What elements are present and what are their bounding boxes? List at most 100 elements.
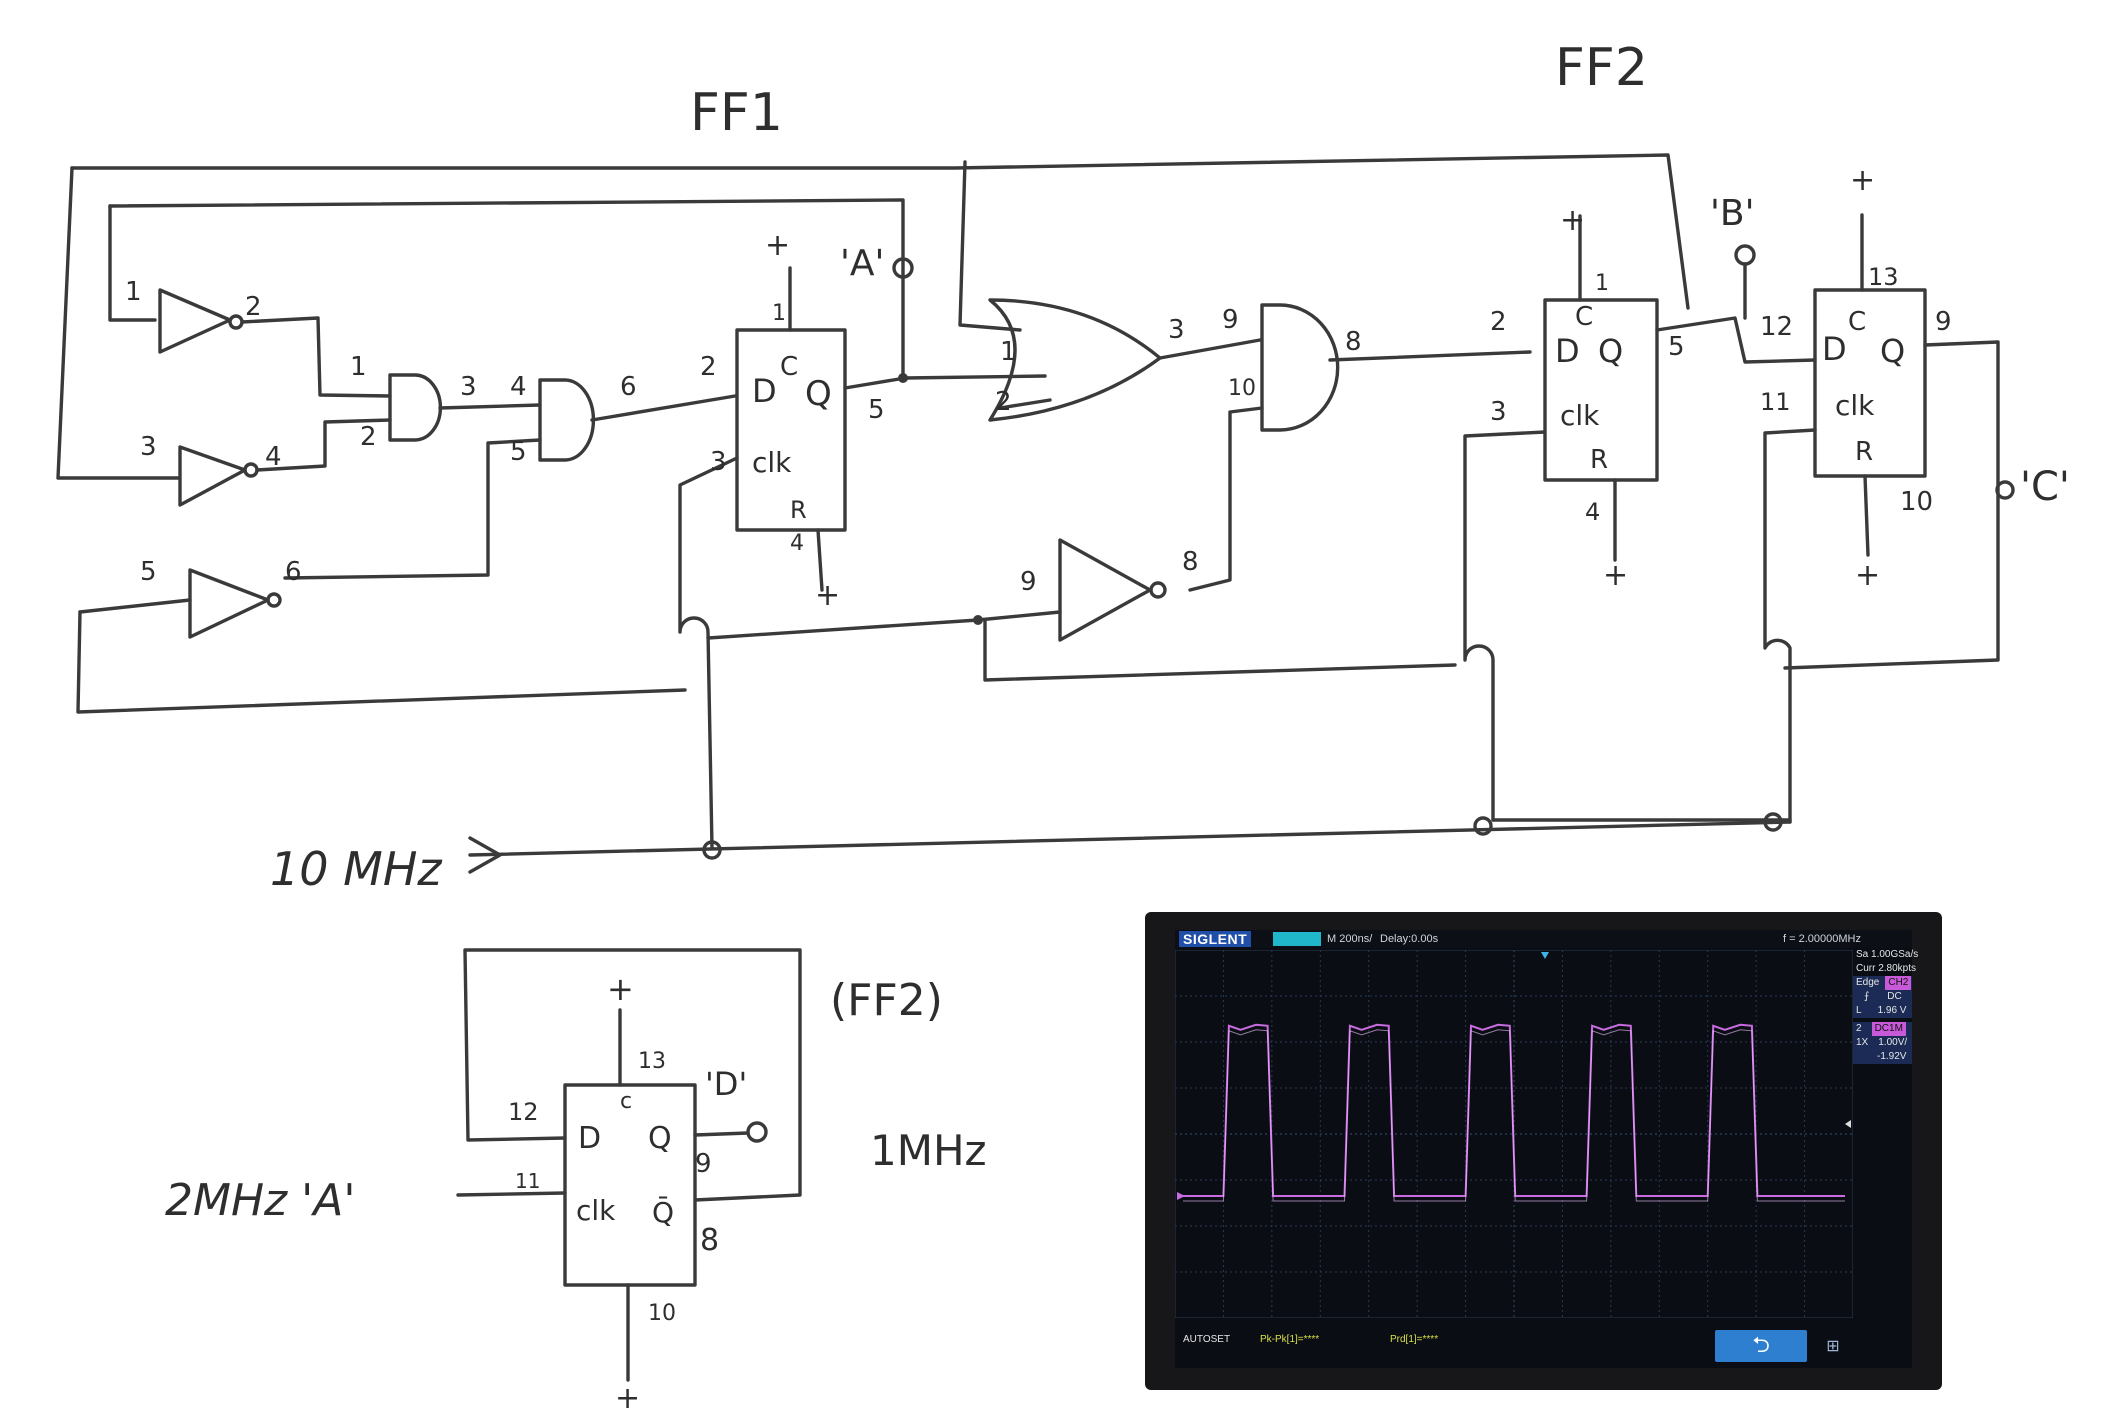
and2-in2-pin: 5 xyxy=(510,437,527,467)
ff2-r-plus: + xyxy=(1603,558,1628,593)
inv1-in-pin: 1 xyxy=(125,277,142,307)
ch1-waveform-trace-shadow xyxy=(1183,1029,1845,1202)
ff2-q-label: Q xyxy=(1598,332,1623,370)
divider-sketch xyxy=(456,948,802,1382)
ff3-r-label: R xyxy=(1855,437,1873,467)
scope-frequency: f = 2.00000MHz xyxy=(1783,933,1861,945)
inv1-out-pin: 2 xyxy=(245,292,262,322)
ff1-stage-wiring xyxy=(56,153,1690,850)
divider-probe-d: 'D' xyxy=(705,1065,747,1103)
ff3-c-pin: 13 xyxy=(1868,263,1899,291)
ff2-r-pin: 4 xyxy=(1585,498,1600,526)
ff3-plus: + xyxy=(1850,163,1875,198)
channel-offset: -1.92V xyxy=(1877,1051,1907,1062)
divider-input-label: 2MHz 'A' xyxy=(165,1175,355,1226)
and2-out-pin: 6 xyxy=(620,372,637,402)
memory-depth: Curr 2.80kpts xyxy=(1856,963,1917,974)
inv2-in-pin: 3 xyxy=(140,432,157,462)
ff1-title: FF1 xyxy=(690,83,783,143)
ff2-stage-wiring xyxy=(468,213,2015,874)
ff1-r-plus: + xyxy=(815,578,840,613)
ff1-c-label: C xyxy=(780,352,798,382)
back-icon[interactable]: ⮌ xyxy=(1715,1330,1807,1362)
scope-timebase: M 200ns/ xyxy=(1327,933,1373,945)
inv4-in-pin: 9 xyxy=(1020,567,1037,597)
and3-in2-pin: 10 xyxy=(1228,376,1256,401)
oscilloscope-screen: SIGLENT M 200ns/ Delay:0.00s f = 2.00000… xyxy=(1175,930,1919,1368)
ff2-d-label: D xyxy=(1555,332,1580,370)
ff3-clk-label: clk xyxy=(1835,389,1875,422)
clock-input-label: 10 MHz xyxy=(270,842,442,896)
autoset-label[interactable]: AUTOSET xyxy=(1183,1334,1231,1345)
ff3-r-pin: 10 xyxy=(1900,487,1933,517)
or-in1-pin: 1 xyxy=(1000,337,1017,367)
divider-qbar-label: Q̄ xyxy=(652,1195,674,1229)
inv4-out-pin: 8 xyxy=(1182,547,1199,577)
or-out-pin: 3 xyxy=(1168,315,1185,345)
ff1-r-label: R xyxy=(790,496,807,524)
ff2-title: FF2 xyxy=(1555,38,1648,98)
inv2-out-pin: 4 xyxy=(265,442,282,472)
ff2-c-pin: 1 xyxy=(1595,271,1609,296)
ff3-d-pin: 12 xyxy=(1760,312,1793,342)
ff2-clk-label: clk xyxy=(1560,399,1600,432)
ff1-d-pin: 2 xyxy=(700,352,717,382)
ff1-q-label: Q xyxy=(805,374,832,414)
ff3-c-label: C xyxy=(1848,307,1866,337)
ff3-r-plus: + xyxy=(1855,558,1880,593)
scope-brand-logo: SIGLENT xyxy=(1179,931,1252,947)
divider-clk-label: clk xyxy=(576,1194,616,1227)
ff2-plus: + xyxy=(1560,203,1585,238)
channel-coupling: DC1M xyxy=(1871,1022,1906,1036)
scope-delay: Delay:0.00s xyxy=(1380,933,1439,945)
network-icon[interactable]: ⊞ xyxy=(1826,1336,1840,1355)
probe-a-label: 'A' xyxy=(840,243,884,284)
ff2-clk-pin: 3 xyxy=(1490,397,1507,427)
trigger-level: 1.96 V xyxy=(1877,1005,1907,1016)
ff2-q-pin: 5 xyxy=(1668,332,1685,362)
trigger-level-marker xyxy=(1845,1120,1851,1128)
probe-b-label: 'B' xyxy=(1710,193,1755,234)
ff3-q-pin: 9 xyxy=(1935,307,1952,337)
ff3-d-label: D xyxy=(1822,330,1847,368)
ff3-q-label: Q xyxy=(1880,332,1905,370)
ff1-clk-label: clk xyxy=(752,446,792,479)
trigger-coupling: DC xyxy=(1887,991,1902,1002)
measurement-pkpk: Pk-Pk[1]=**** xyxy=(1260,1334,1320,1345)
ff1-d-label: D xyxy=(752,372,777,410)
and3-out-pin: 8 xyxy=(1345,327,1362,357)
ff1-r-pin: 4 xyxy=(790,531,804,556)
divider-c-label: c xyxy=(620,1089,632,1114)
ff1-q-pin: 5 xyxy=(868,395,885,425)
oscilloscope-photo: SIGLENT M 200ns/ Delay:0.00s f = 2.00000… xyxy=(1145,912,1942,1390)
and3-in1-pin: 9 xyxy=(1222,305,1239,335)
channel-number: 2 xyxy=(1856,1023,1862,1034)
sample-rate: Sa 1.00GSa/s xyxy=(1856,949,1919,960)
ff1-plus: + xyxy=(765,228,790,263)
or-in2-pin: 2 xyxy=(995,387,1012,417)
ff2-r-label: R xyxy=(1590,445,1608,475)
volts-per-div: 1.00V/ xyxy=(1878,1037,1908,1048)
inv3-out-pin: 6 xyxy=(285,557,302,587)
divider-plus-top: + xyxy=(607,970,634,1008)
ff2-c-label: C xyxy=(1575,302,1593,332)
divider-pin-q: 9 xyxy=(695,1149,712,1179)
divider-pin-d: 12 xyxy=(508,1098,539,1126)
scope-top-bar: SIGLENT M 200ns/ Delay:0.00s f = 2.00000… xyxy=(1175,930,1912,948)
divider-output-label: 1MHz xyxy=(870,1126,987,1175)
probe-ratio: 1X xyxy=(1856,1037,1869,1048)
scope-plot-area xyxy=(1175,950,1853,1318)
divider-pin-clk: 11 xyxy=(515,1169,540,1193)
scope-run-indicator xyxy=(1273,932,1321,946)
divider-pin-r: 10 xyxy=(648,1301,676,1326)
and2-in1-pin: 4 xyxy=(510,372,527,402)
divider-title: (FF2) xyxy=(830,975,943,1026)
schematic-labels: FF1 FF2 10 MHz 'A' 'B' 'C' + + + + + + 1… xyxy=(125,38,2070,1416)
inv3-in-pin: 5 xyxy=(140,557,157,587)
ff1-c-pin: 1 xyxy=(772,301,786,326)
trigger-position-marker xyxy=(1541,952,1549,959)
trigger-slope-icon: ⨍ xyxy=(1864,991,1870,1002)
